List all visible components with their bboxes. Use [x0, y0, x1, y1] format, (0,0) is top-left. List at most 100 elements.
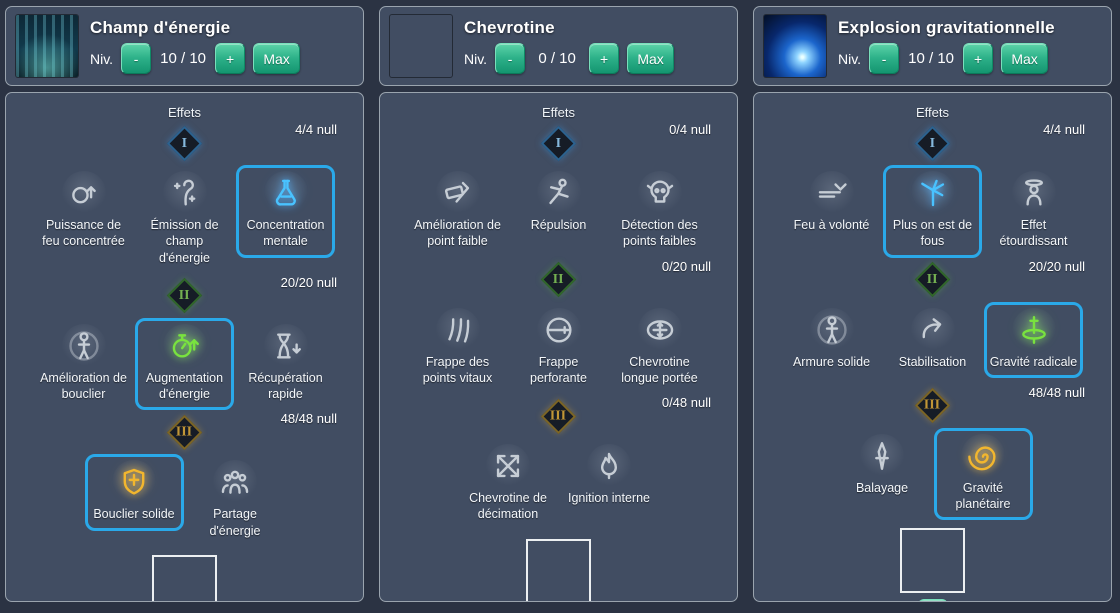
tripod-label: Répulsion — [530, 218, 587, 232]
tier-I-diamond: I — [914, 125, 951, 161]
tripod-label: Balayage — [855, 480, 909, 495]
empty-rune-slot[interactable] — [900, 528, 965, 593]
level-value: 10 / 10 — [908, 50, 955, 67]
level-decrease-button[interactable]: - — [495, 43, 526, 74]
gravitational-explosion-skill-icon — [764, 15, 826, 77]
blue-crystal-burst-icon — [910, 171, 955, 215]
tripod-row: Bouclier solide Partage d'énergie — [6, 454, 363, 547]
tripod-option[interactable]: Partage d'énergie — [186, 454, 285, 547]
gold-shield-icon — [112, 460, 156, 505]
gold-spiral-icon — [961, 433, 1005, 478]
tier-I-diamond: I — [540, 125, 577, 161]
tripod-option[interactable]: Gravité radicale — [984, 301, 1083, 378]
tripod-option[interactable]: Feu à volonté — [782, 165, 881, 241]
effects-heading: Effets — [915, 105, 949, 120]
level-decrease-button[interactable]: - — [121, 43, 152, 74]
tripod-option[interactable]: Armure solide — [782, 302, 881, 378]
muzzle-flash-icon — [809, 171, 854, 215]
level-increase-button[interactable]: + — [215, 43, 246, 74]
tripod-option[interactable]: Bouclier solide — [84, 454, 184, 531]
tripod-option[interactable]: Chevrotine longue portée — [610, 302, 709, 395]
tripod-option[interactable]: Stabilisation — [883, 302, 982, 378]
tier-III-diamond: III — [540, 398, 577, 434]
level-value: 0 / 10 — [538, 50, 576, 67]
tier-points-counter: 4/4 null — [295, 122, 337, 137]
tripod-row: Feu à volonté Plus on est de fous Effet ét… — [754, 165, 1111, 258]
curved-arrow-icon — [910, 307, 955, 352]
level-increase-button[interactable]: + — [963, 43, 994, 74]
tripod-option[interactable]: Récupération rapide — [236, 318, 335, 411]
tier-I-diamond: I — [166, 125, 203, 161]
hourglass-down-icon — [263, 323, 308, 368]
tripod-label: Armure solide — [792, 354, 871, 369]
tripod-option[interactable]: Effet étourdissant — [984, 165, 1083, 258]
tripod-option[interactable]: Frappe des points vitaux — [408, 302, 507, 395]
level-controls: Niv.-10 / 10+Max — [90, 43, 301, 74]
tripod-label: Plus on est de fous — [892, 218, 973, 249]
level-max-button[interactable]: Max — [253, 43, 301, 74]
tripod-option[interactable]: Ignition interne — [560, 438, 659, 514]
tripod-option[interactable]: Amélioration de bouclier — [34, 318, 133, 411]
tripod-option[interactable]: Détection des points faibles — [610, 165, 709, 258]
tripod-option[interactable]: Amélioration de point faible — [408, 165, 507, 258]
tripod-label: Chevrotine longue portée — [621, 354, 698, 385]
crossed-arrows-icon — [486, 444, 530, 488]
tier-numeral: II — [553, 271, 564, 287]
tripod-option[interactable]: Gravité planétaire — [933, 427, 1033, 520]
tripod-label: Feu à volonté — [793, 218, 870, 232]
tripod-option[interactable]: Émission de champ d'énergie — [135, 165, 234, 274]
tier-III-diamond: III — [914, 387, 951, 424]
level-max-button[interactable]: Max — [1001, 43, 1049, 74]
tripod-option[interactable]: Augmentation d'énergie — [135, 317, 234, 411]
tripod-row: Amélioration de point faible Répulsion Dét… — [380, 165, 737, 258]
tier-numeral: I — [181, 134, 188, 150]
tier-II-diamond: II — [540, 261, 577, 298]
tier-II-diamond: II — [914, 261, 951, 298]
tripod-option[interactable]: Concentration mentale — [236, 165, 335, 258]
level-controls: Niv.-0 / 10+Max — [464, 43, 675, 74]
tripod-option[interactable]: Plus on est de fous — [883, 165, 982, 258]
level-label: Niv. — [90, 50, 114, 67]
staff-sparkle-icon — [162, 171, 207, 215]
tier-points-counter: 20/20 null — [280, 274, 337, 290]
tier-points-counter: 0/20 null — [661, 258, 711, 274]
tripod-option[interactable]: Balayage — [833, 428, 932, 504]
tripod-option[interactable]: Répulsion — [509, 165, 608, 241]
tripod-label: Récupération rapide — [248, 370, 323, 401]
empty-rune-slot[interactable] — [526, 538, 591, 601]
tripod-label: Gravité planétaire — [955, 480, 1011, 511]
empty-rune-slot[interactable] — [152, 554, 217, 601]
level-max-button[interactable]: Max — [627, 43, 675, 74]
kick-person-icon — [536, 171, 581, 215]
tripod-label: Bouclier solide — [93, 507, 175, 522]
tripod-option[interactable]: Frappe perforante — [509, 302, 608, 395]
tripod-label: Détection des points faibles — [621, 218, 698, 249]
tripod-label: Puissance de feu concentrée — [42, 218, 125, 249]
tier-points-counter: 48/48 null — [1028, 384, 1085, 400]
level-increase-button[interactable]: + — [589, 43, 620, 74]
tier-numeral: II — [179, 287, 190, 303]
tripod-option[interactable]: Chevrotine de décimation — [459, 438, 558, 531]
reset-skill-button[interactable]: x — [917, 599, 948, 601]
energy-field-skill-icon — [16, 15, 78, 77]
hammer-wedge-icon — [435, 171, 480, 215]
tier-numeral: III — [176, 424, 193, 440]
tripod-option[interactable]: Puissance de feu concentrée — [34, 165, 133, 258]
level-decrease-button[interactable]: - — [869, 43, 900, 74]
tripod-row: Puissance de feu concentrée Émission de c… — [6, 165, 363, 274]
tier-numeral: II — [927, 271, 938, 287]
group-people-icon — [213, 460, 257, 505]
tripod-label: Amélioration de point faible — [414, 218, 501, 249]
